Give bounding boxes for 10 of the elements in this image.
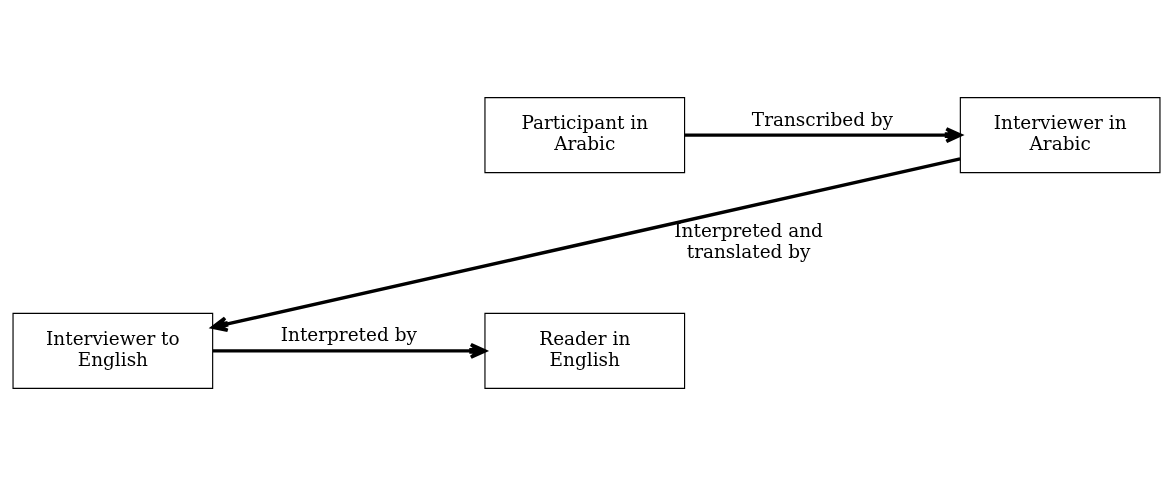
arrow <box>212 342 487 359</box>
edge-label: Interpreted and translated by <box>674 219 823 262</box>
arrow <box>211 156 961 332</box>
node-box: Interviewer to English <box>12 312 214 389</box>
node-box: Reader in English <box>484 312 686 389</box>
edge-label: Interpreted by <box>280 323 417 345</box>
node-box: Interviewer in Arabic <box>959 96 1161 173</box>
arrow <box>684 126 963 143</box>
edge-label: Transcribed by <box>751 108 894 130</box>
node-box: Participant in Arabic <box>484 96 686 173</box>
